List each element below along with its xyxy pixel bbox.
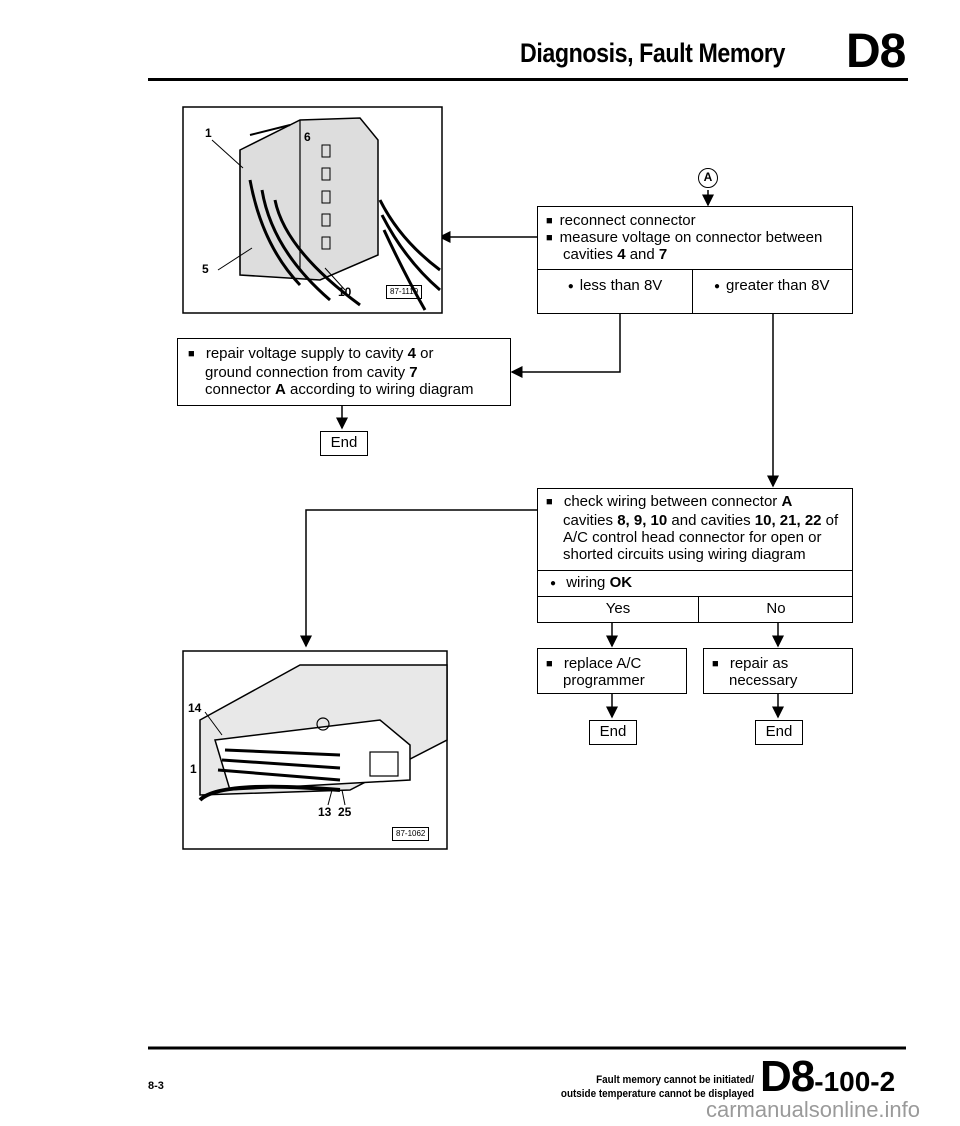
option-greater-than-8v: greater than 8V	[714, 277, 834, 296]
check-wiring-text: check wiring between connector A cavitie…	[546, 493, 863, 563]
figure-label-6: 6	[304, 130, 311, 144]
page-number: 8-3	[148, 1080, 164, 1092]
section-code: D8	[846, 25, 906, 78]
repair-as-necessary-text-cont: necessary	[729, 672, 798, 689]
replace-programmer-text-cont: programmer	[563, 672, 645, 689]
page-title: Diagnosis, Fault Memory	[520, 38, 785, 68]
answer-no: No	[766, 600, 786, 617]
header-rule	[148, 78, 908, 81]
wiring-ok-status: wiring OK	[550, 574, 632, 593]
figure-label-1: 1	[205, 126, 212, 140]
measure-step-1: reconnect connector	[546, 212, 696, 231]
figure-label-14: 14	[188, 701, 202, 715]
repair-voltage-box: repair voltage supply to cavity 4 or gro…	[177, 338, 511, 406]
replace-programmer-text: replace A/C	[546, 655, 642, 674]
divider	[538, 596, 852, 597]
end-box: End	[589, 720, 637, 745]
divider	[698, 596, 699, 623]
footer-note: Fault memory cannot be initiated/ outsid…	[560, 1074, 754, 1100]
figure-label-10: 10	[338, 285, 352, 299]
repair-as-necessary-text: repair as	[712, 655, 788, 674]
programmer-illustration	[182, 650, 448, 850]
replace-programmer-box: replace A/C programmer	[537, 648, 687, 694]
measure-voltage-box: reconnect connector measure voltage on c…	[537, 206, 853, 314]
connector-illustration-top	[182, 106, 443, 314]
figure-label-5: 5	[202, 262, 209, 276]
option-less-than-8v: less than 8V	[538, 277, 692, 296]
figure-code-top: 87-1119	[386, 285, 423, 299]
watermark: carmanualsonline.info	[706, 1097, 921, 1122]
repair-as-necessary-box: repair as necessary	[703, 648, 853, 694]
answer-yes: Yes	[605, 600, 631, 617]
figure-label-13: 13	[318, 805, 332, 819]
divider	[538, 269, 852, 270]
flow-marker-a: A	[698, 168, 718, 188]
divider	[538, 570, 852, 571]
end-box: End	[755, 720, 803, 745]
divider	[692, 269, 693, 314]
measure-step-2: measure voltage on connector between	[546, 229, 823, 248]
end-box: End	[320, 431, 368, 456]
figure-label-25: 25	[338, 805, 352, 819]
measure-step-2-cont: cavities 4 and 7	[563, 246, 668, 263]
repair-voltage-text: repair voltage supply to cavity 4 or gro…	[188, 345, 515, 398]
figure-label-1: 1	[190, 762, 197, 776]
flow-marker-a-label: A	[703, 170, 713, 184]
check-wiring-box: check wiring between connector A cavitie…	[537, 488, 853, 623]
figure-code-bottom: 87-1062	[392, 827, 430, 841]
footer-section-code: D8-100-2	[760, 1052, 896, 1101]
